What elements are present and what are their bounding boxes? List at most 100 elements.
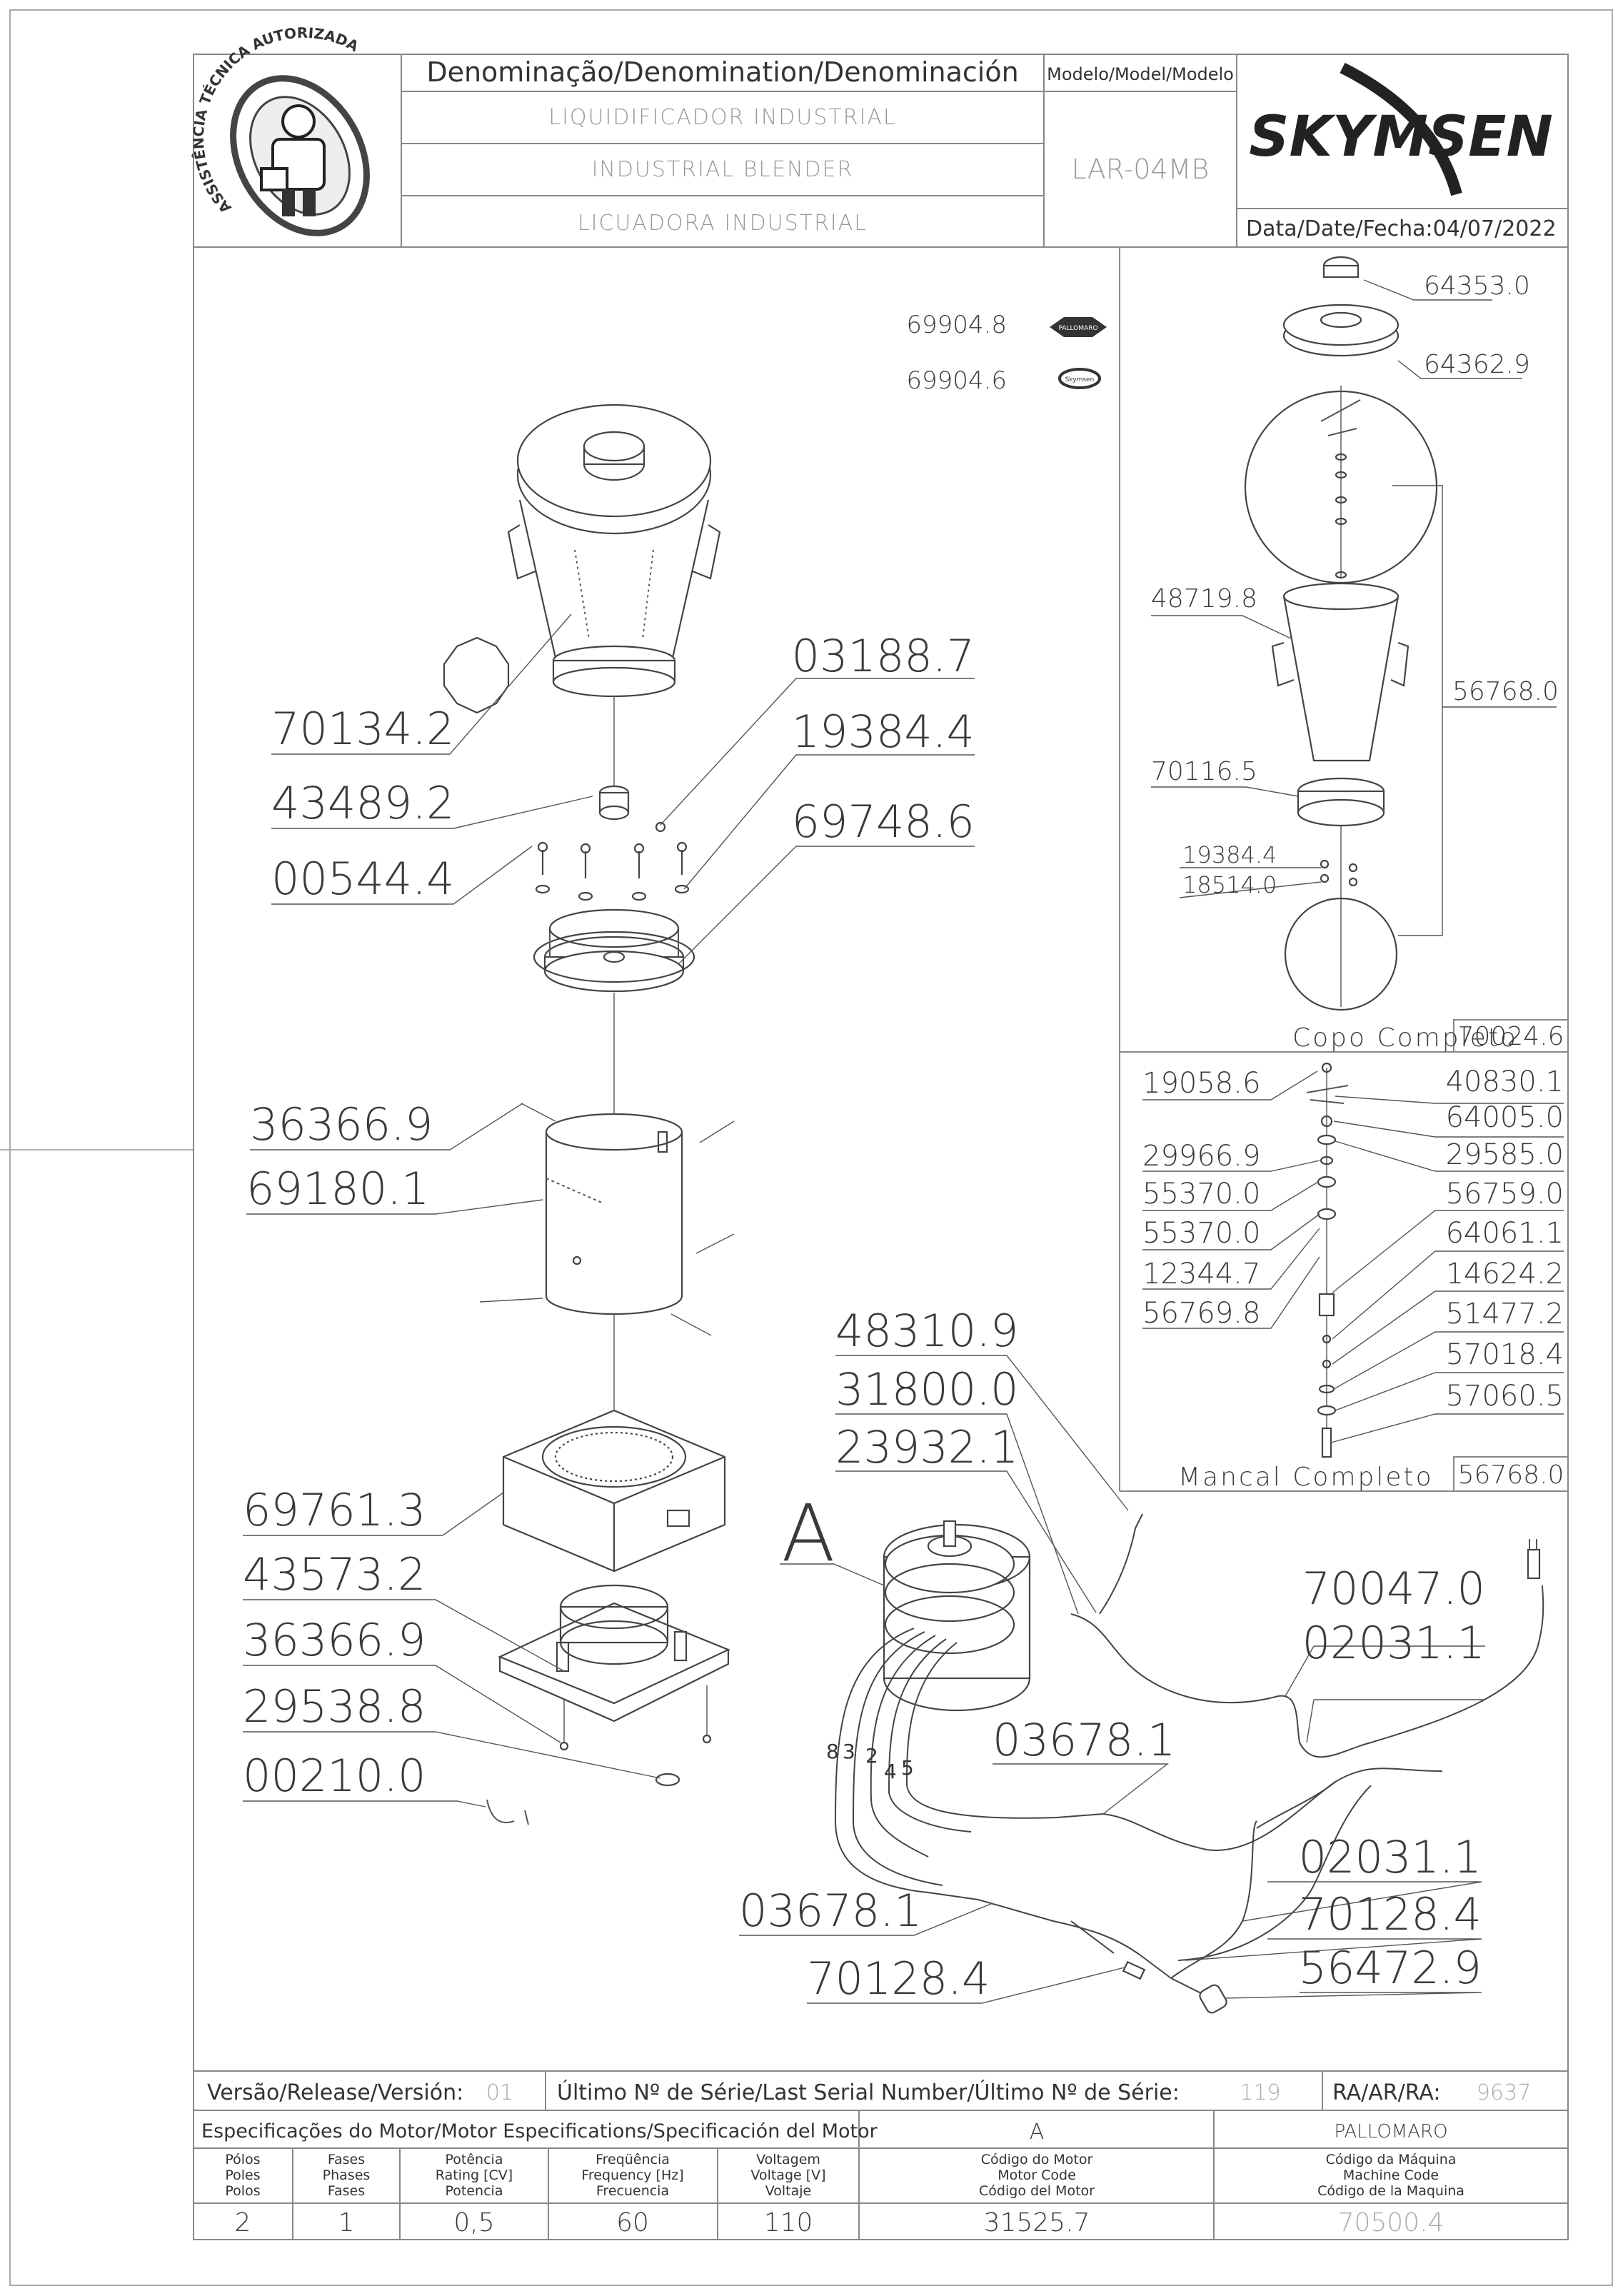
blender-jar — [507, 403, 721, 698]
copo-code: 70024.6 — [1458, 1022, 1564, 1051]
copo-label-48719: 48719.8 — [1151, 584, 1257, 613]
label-19384-4: 19384.4 — [792, 706, 975, 758]
coupling-and-screws — [535, 785, 690, 901]
col-motor-code-es: Código del Motor — [979, 2183, 1095, 2199]
name-es: LICUADORA INDUSTRIAL — [578, 211, 868, 236]
col-poles-en: Poles — [225, 2167, 260, 2183]
label-03678-1-b: 03678.1 — [739, 1885, 922, 1937]
copo-title: Copo Completo — [1292, 1023, 1518, 1053]
motor-top-cover — [533, 908, 695, 993]
col-freq-es: Frecuencia — [596, 2183, 669, 2199]
mancal-label-57018: 57018.4 — [1446, 1338, 1564, 1371]
mancal-label-19058: 19058.6 — [1142, 1067, 1260, 1100]
copo-label-18514: 18514.0 — [1182, 871, 1277, 898]
variant-code-skymsen: 69904.6 — [906, 366, 1007, 395]
label-69180-1: 69180.1 — [246, 1163, 429, 1215]
model-label: Modelo/Model/Modelo — [1047, 64, 1234, 84]
title-block-header: ASSISTÊNCIA TÉCNICA AUTORIZADA Denominaç… — [190, 24, 1568, 248]
mancal-label-56759: 56759.0 — [1446, 1178, 1564, 1210]
col-power-es: Potencia — [446, 2183, 503, 2199]
label-48310-9: 48310.9 — [835, 1305, 1018, 1357]
poles-value: 2 — [235, 2208, 251, 2237]
col-voltage-es: Voltaje — [765, 2183, 812, 2199]
col-phases-en: Phases — [323, 2167, 371, 2183]
label-43573-2: 43573.2 — [243, 1548, 426, 1600]
version-label: Versão/Release/Versión: — [207, 2080, 463, 2105]
col-poles-es: Polos — [225, 2183, 260, 2199]
motor-variant: A — [1030, 2120, 1045, 2145]
label-23932-1: 23932.1 — [835, 1421, 1018, 1473]
label-70134-2: 70134.2 — [271, 703, 454, 755]
motor-base — [502, 1409, 726, 1573]
serial-value: 119 — [1240, 2080, 1280, 2105]
copo-label-64353: 64353.0 — [1424, 271, 1530, 301]
label-36366-9-a: 36366.9 — [250, 1098, 433, 1150]
name-pt: LIQUIDIFICADOR INDUSTRIAL — [548, 105, 896, 130]
mancal-label-64061: 64061.1 — [1446, 1217, 1564, 1250]
power-value: 0,5 — [453, 2208, 494, 2237]
copo-label-56768: 56768.0 — [1452, 677, 1559, 706]
col-freq-pt: Freqüência — [596, 2152, 670, 2167]
variant-badges: 69904.8 PALLOMARO 69904.6 Skymsen — [906, 311, 1107, 395]
label-70128-4-a: 70128.4 — [1299, 1888, 1482, 1940]
label-03678-1-a: 03678.1 — [993, 1714, 1175, 1766]
col-power-en: Rating [CV] — [436, 2167, 513, 2183]
col-phases-es: Fases — [328, 2183, 365, 2199]
label-56472-9: 56472.9 — [1299, 1942, 1482, 1994]
col-poles-pt: Pólos — [225, 2152, 260, 2167]
date-label: Data/Date/Fecha:04/07/2022 — [1246, 216, 1557, 241]
col-voltage-pt: Voltagem — [756, 2152, 820, 2167]
mancal-label-29966: 29966.9 — [1142, 1140, 1260, 1173]
col-voltage-en: Voltage [V] — [750, 2167, 825, 2183]
mancal-label-29585: 29585.0 — [1446, 1138, 1564, 1171]
label-69748-6: 69748.6 — [792, 796, 975, 848]
mancal-label-55370-b: 55370.0 — [1142, 1217, 1260, 1250]
mancal-label-40830: 40830.1 — [1446, 1066, 1564, 1098]
copo-label-19384: 19384.4 — [1182, 841, 1277, 868]
col-freq-en: Frequency [Hz] — [581, 2167, 683, 2183]
frequency-value: 60 — [616, 2208, 649, 2237]
motor — [883, 1520, 1031, 1712]
label-31800-0: 31800.0 — [835, 1363, 1018, 1415]
motor-code-value: 31525.7 — [984, 2208, 1090, 2237]
label-70047-0: 70047.0 — [1302, 1563, 1485, 1615]
wire-number-8: 8 — [826, 1740, 839, 1763]
mancal-label-55370-a: 55370.0 — [1142, 1178, 1260, 1210]
jar-detail-callout — [443, 636, 510, 714]
mancal-label-57060: 57060.5 — [1446, 1380, 1564, 1413]
view-a-label: A — [781, 1488, 835, 1579]
ra-value: 9637 — [1477, 2080, 1531, 2105]
mancal-label-51477: 51477.2 — [1446, 1298, 1564, 1330]
sheet-frame — [0, 9, 1613, 2286]
copo-completo-diagram: 64353.0 64362.9 48719.8 56768.0 70116.5 … — [1151, 256, 1564, 1053]
mancal-label-56769: 56769.8 — [1142, 1297, 1260, 1330]
label-36366-9-b: 36366.9 — [243, 1614, 426, 1666]
main-part-labels: 70134.2 43489.2 00544.4 03188.7 19384.4 … — [243, 630, 1485, 2005]
version-value: 01 — [486, 2080, 513, 2105]
mancal-label-64005: 64005.0 — [1446, 1101, 1564, 1134]
motor-cover-cylinder — [479, 1103, 735, 1336]
col-machine-code-en: Machine Code — [1343, 2167, 1439, 2183]
model-code: LAR-04MB — [1072, 154, 1210, 185]
label-00544-4: 00544.4 — [271, 853, 454, 905]
serial-label: Último Nº de Série/Last Serial Number/Úl… — [557, 2079, 1180, 2105]
label-03188-7: 03188.7 — [792, 630, 975, 682]
label-02031-1-b: 02031.1 — [1299, 1831, 1482, 1883]
badge-skymsen-text: Skymsen — [1065, 376, 1095, 383]
brand-logo: SKYMSEN — [1249, 62, 1553, 196]
mancal-completo-diagram: 19058.6 40830.1 64005.0 29966.9 29585.0 … — [1142, 1062, 1564, 1492]
bottom-plate — [486, 1584, 730, 1825]
mancal-code: 56768.0 — [1458, 1460, 1564, 1490]
label-29538-8: 29538.8 — [243, 1680, 426, 1733]
label-02031-1-a: 02031.1 — [1302, 1617, 1485, 1669]
phases-value: 1 — [338, 2208, 355, 2237]
label-69761-3: 69761.3 — [243, 1484, 426, 1536]
title-block-footer: Versão/Release/Versión: 01 Último Nº de … — [194, 2070, 1568, 2240]
brand-name: SKYMSEN — [1249, 105, 1552, 169]
col-motor-code-en: Motor Code — [998, 2167, 1076, 2183]
copo-label-64362: 64362.9 — [1424, 350, 1530, 379]
motor-spec-label: Especificações do Motor/Motor Especifica… — [201, 2120, 878, 2142]
ra-label: RA/AR/RA: — [1332, 2080, 1440, 2105]
mancal-label-14624: 14624.2 — [1446, 1258, 1564, 1290]
